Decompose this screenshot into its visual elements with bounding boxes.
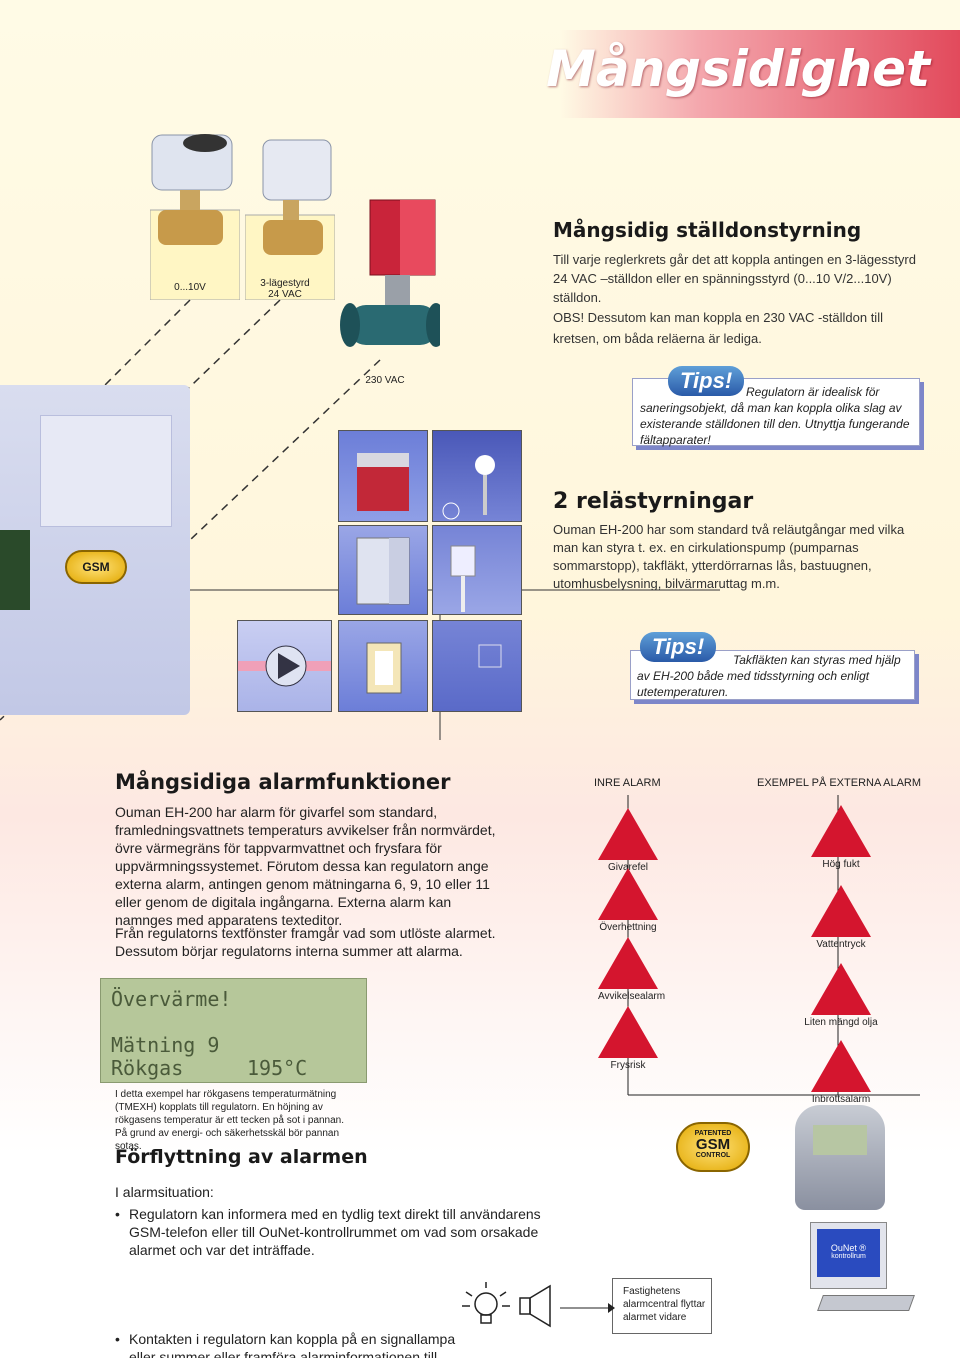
tips-text-2: Takfläkten kan styras med hjälp av EH-20…: [637, 652, 909, 700]
external-alarm-4: Inbrottsalarm: [800, 1040, 882, 1105]
tile-pump: [237, 620, 332, 712]
tile-outdoor-light: [432, 430, 522, 522]
ounet-monitor: OuNet ® kontrollrum: [810, 1222, 887, 1289]
controller-device: GSM: [0, 385, 190, 715]
mobile-phone: [795, 1105, 885, 1210]
section1-heading: Mångsidig ställdonstyrning: [553, 218, 862, 242]
section1-para2: OBS! Dessutom kan man koppla en 230 VAC …: [553, 310, 883, 346]
inner-alarm-1: Givarefel: [598, 808, 658, 873]
section1-para1: Till varje reglerkrets går det att koppl…: [553, 252, 916, 305]
valve-label-3-lagestyrd: 3-lägestyrd 24 VAC: [255, 278, 315, 300]
valve-label-line1: 3-lägestyrd: [260, 278, 310, 289]
outdoor-light-icon: [442, 455, 495, 520]
tile-thermostat: [432, 620, 522, 712]
lcd-line2: Mätning 9: [111, 1033, 220, 1057]
section3-para2: Från regulatorns textfönster framgår vad…: [115, 925, 496, 959]
inner-alarm-4: Frysrisk: [598, 1006, 658, 1071]
pressure-gauge-triangle-icon: [811, 885, 871, 937]
device-gsm-sticker: GSM: [65, 550, 127, 584]
tile-door-lock: [432, 525, 522, 615]
pump-icon: [238, 645, 331, 687]
inner-alarm-1-label: Givarefel: [607, 862, 648, 873]
section4-bullet2: Kontakten i regulatorn kan koppla på en …: [115, 1330, 459, 1358]
signal-icons: [462, 1282, 551, 1328]
inner-alarm-3-label: Avvikelsealarm: [598, 991, 666, 1002]
valve-photo-2: [244, 135, 336, 301]
inner-alarm-header: INRE ALARM: [594, 777, 661, 789]
car-heater-icon: [356, 537, 410, 605]
alarm-central-box: Fastighetens alarmcentral flyttar alarme…: [612, 1278, 712, 1334]
snowflake-triangle-icon: [598, 1006, 658, 1058]
lcd-display: Övervärme! Mätning 9 Rökgas 195°C: [100, 978, 367, 1083]
sauna-stove-icon: [357, 453, 409, 511]
valve-label-230vac: 230 VAC: [365, 375, 405, 386]
tips-text-2-content: Takfläkten kan styras med hjälp av EH-20…: [637, 653, 901, 699]
valve-label-line2: 24 VAC: [268, 289, 302, 300]
section4-intro: I alarmsituation:: [115, 1184, 214, 1200]
keyboard: [817, 1295, 915, 1311]
intruder-triangle-icon: [811, 1040, 871, 1092]
ounet-brand: OuNet ®: [830, 1243, 867, 1253]
ceiling-fan-icon: [366, 642, 402, 694]
tile-sauna: [338, 430, 428, 522]
inner-alarm-2-label: Överhettning: [599, 922, 657, 933]
ounet-sub: kontrollrum: [831, 1253, 866, 1260]
oil-drop-triangle-icon: [811, 963, 871, 1015]
gsm-badge-bot: CONTROL: [695, 1152, 731, 1159]
phone-screen: [813, 1125, 867, 1155]
page-title: Mångsidighet: [546, 40, 930, 98]
humidity-triangle-icon: [811, 805, 871, 857]
device-top-panel: [40, 415, 172, 527]
device-screen: [0, 530, 30, 610]
valve-photo-3: [340, 195, 446, 365]
tips-word-2: Tips!: [640, 632, 717, 662]
lcd-line3-label: Rökgas: [111, 1056, 184, 1080]
external-alarm-header: EXEMPEL PÅ EXTERNA ALARM: [757, 777, 922, 789]
inner-alarm-4-label: Frysrisk: [610, 1060, 646, 1071]
ounet-screen: OuNet ® kontrollrum: [817, 1229, 880, 1277]
section2-heading: 2 relästyrningar: [553, 489, 754, 514]
valve-1-illustration: [149, 134, 241, 301]
siren-icon: [519, 1284, 551, 1328]
external-alarm-3-label: Liten mängd olja: [804, 1017, 878, 1028]
thermostat-icon: [478, 644, 502, 668]
external-alarm-2: Vattentryck: [806, 885, 876, 950]
external-alarm-3: Liten mängd olja: [800, 963, 882, 1028]
thermometer-triangle-icon: [598, 868, 658, 920]
section4-bullet1: Regulatorn kan informera med en tydlig t…: [115, 1205, 554, 1259]
section2-para: Ouman EH-200 har som standard två reläut…: [553, 522, 905, 591]
inner-alarm-3: Avvikelsealarm: [598, 937, 666, 1002]
valve-label-0-10v: 0...10V: [174, 282, 206, 293]
external-alarm-2-label: Vattentryck: [816, 939, 866, 950]
lcd-line3-value: 195°C: [247, 1056, 308, 1080]
external-alarm-1-label: Hög fukt: [822, 859, 860, 870]
gsm-badge-mid: GSM: [695, 1136, 731, 1153]
lock-icon: [450, 545, 476, 612]
inner-alarm-2: Överhettning: [598, 868, 658, 933]
tips-text-1-content: Regulatorn är idealisk för saneringsobje…: [640, 385, 910, 447]
warning-triangle-icon-2: [598, 937, 658, 989]
tile-car-heater: [338, 525, 428, 615]
valve-2-illustration: [244, 139, 336, 301]
external-alarm-1: Hög fukt: [806, 805, 876, 870]
section4-heading: Förflyttning av alarmen: [115, 1146, 368, 1168]
alarm-central-text: Fastighetens alarmcentral flyttar alarme…: [623, 1286, 706, 1323]
lightbulb-icon: [462, 1282, 510, 1324]
valve-3-illustration: [340, 199, 446, 347]
tips-word-1: Tips!: [668, 366, 745, 396]
section3-heading: Mångsidiga alarmfunktioner: [115, 770, 451, 794]
gsm-badge-top: PATENTED: [694, 1130, 732, 1137]
external-alarm-4-label: Inbrottsalarm: [811, 1094, 871, 1105]
tips-text-1: Regulatorn är idealisk för saneringsobje…: [640, 384, 916, 448]
lcd-line1: Övervärme!: [111, 987, 232, 1011]
gsm-patented-badge: PATENTED GSM CONTROL: [676, 1122, 750, 1172]
tile-ceiling-fan: [338, 620, 428, 712]
valve-photo-1: [149, 125, 241, 301]
section3-para1: Ouman EH-200 har alarm för givarfel som …: [115, 804, 496, 928]
title-band: [560, 30, 960, 118]
arrow-to-central: [560, 1303, 615, 1313]
warning-triangle-icon: [598, 808, 658, 860]
lcd-caption: I detta exempel har rökgasens temperatur…: [115, 1089, 345, 1152]
